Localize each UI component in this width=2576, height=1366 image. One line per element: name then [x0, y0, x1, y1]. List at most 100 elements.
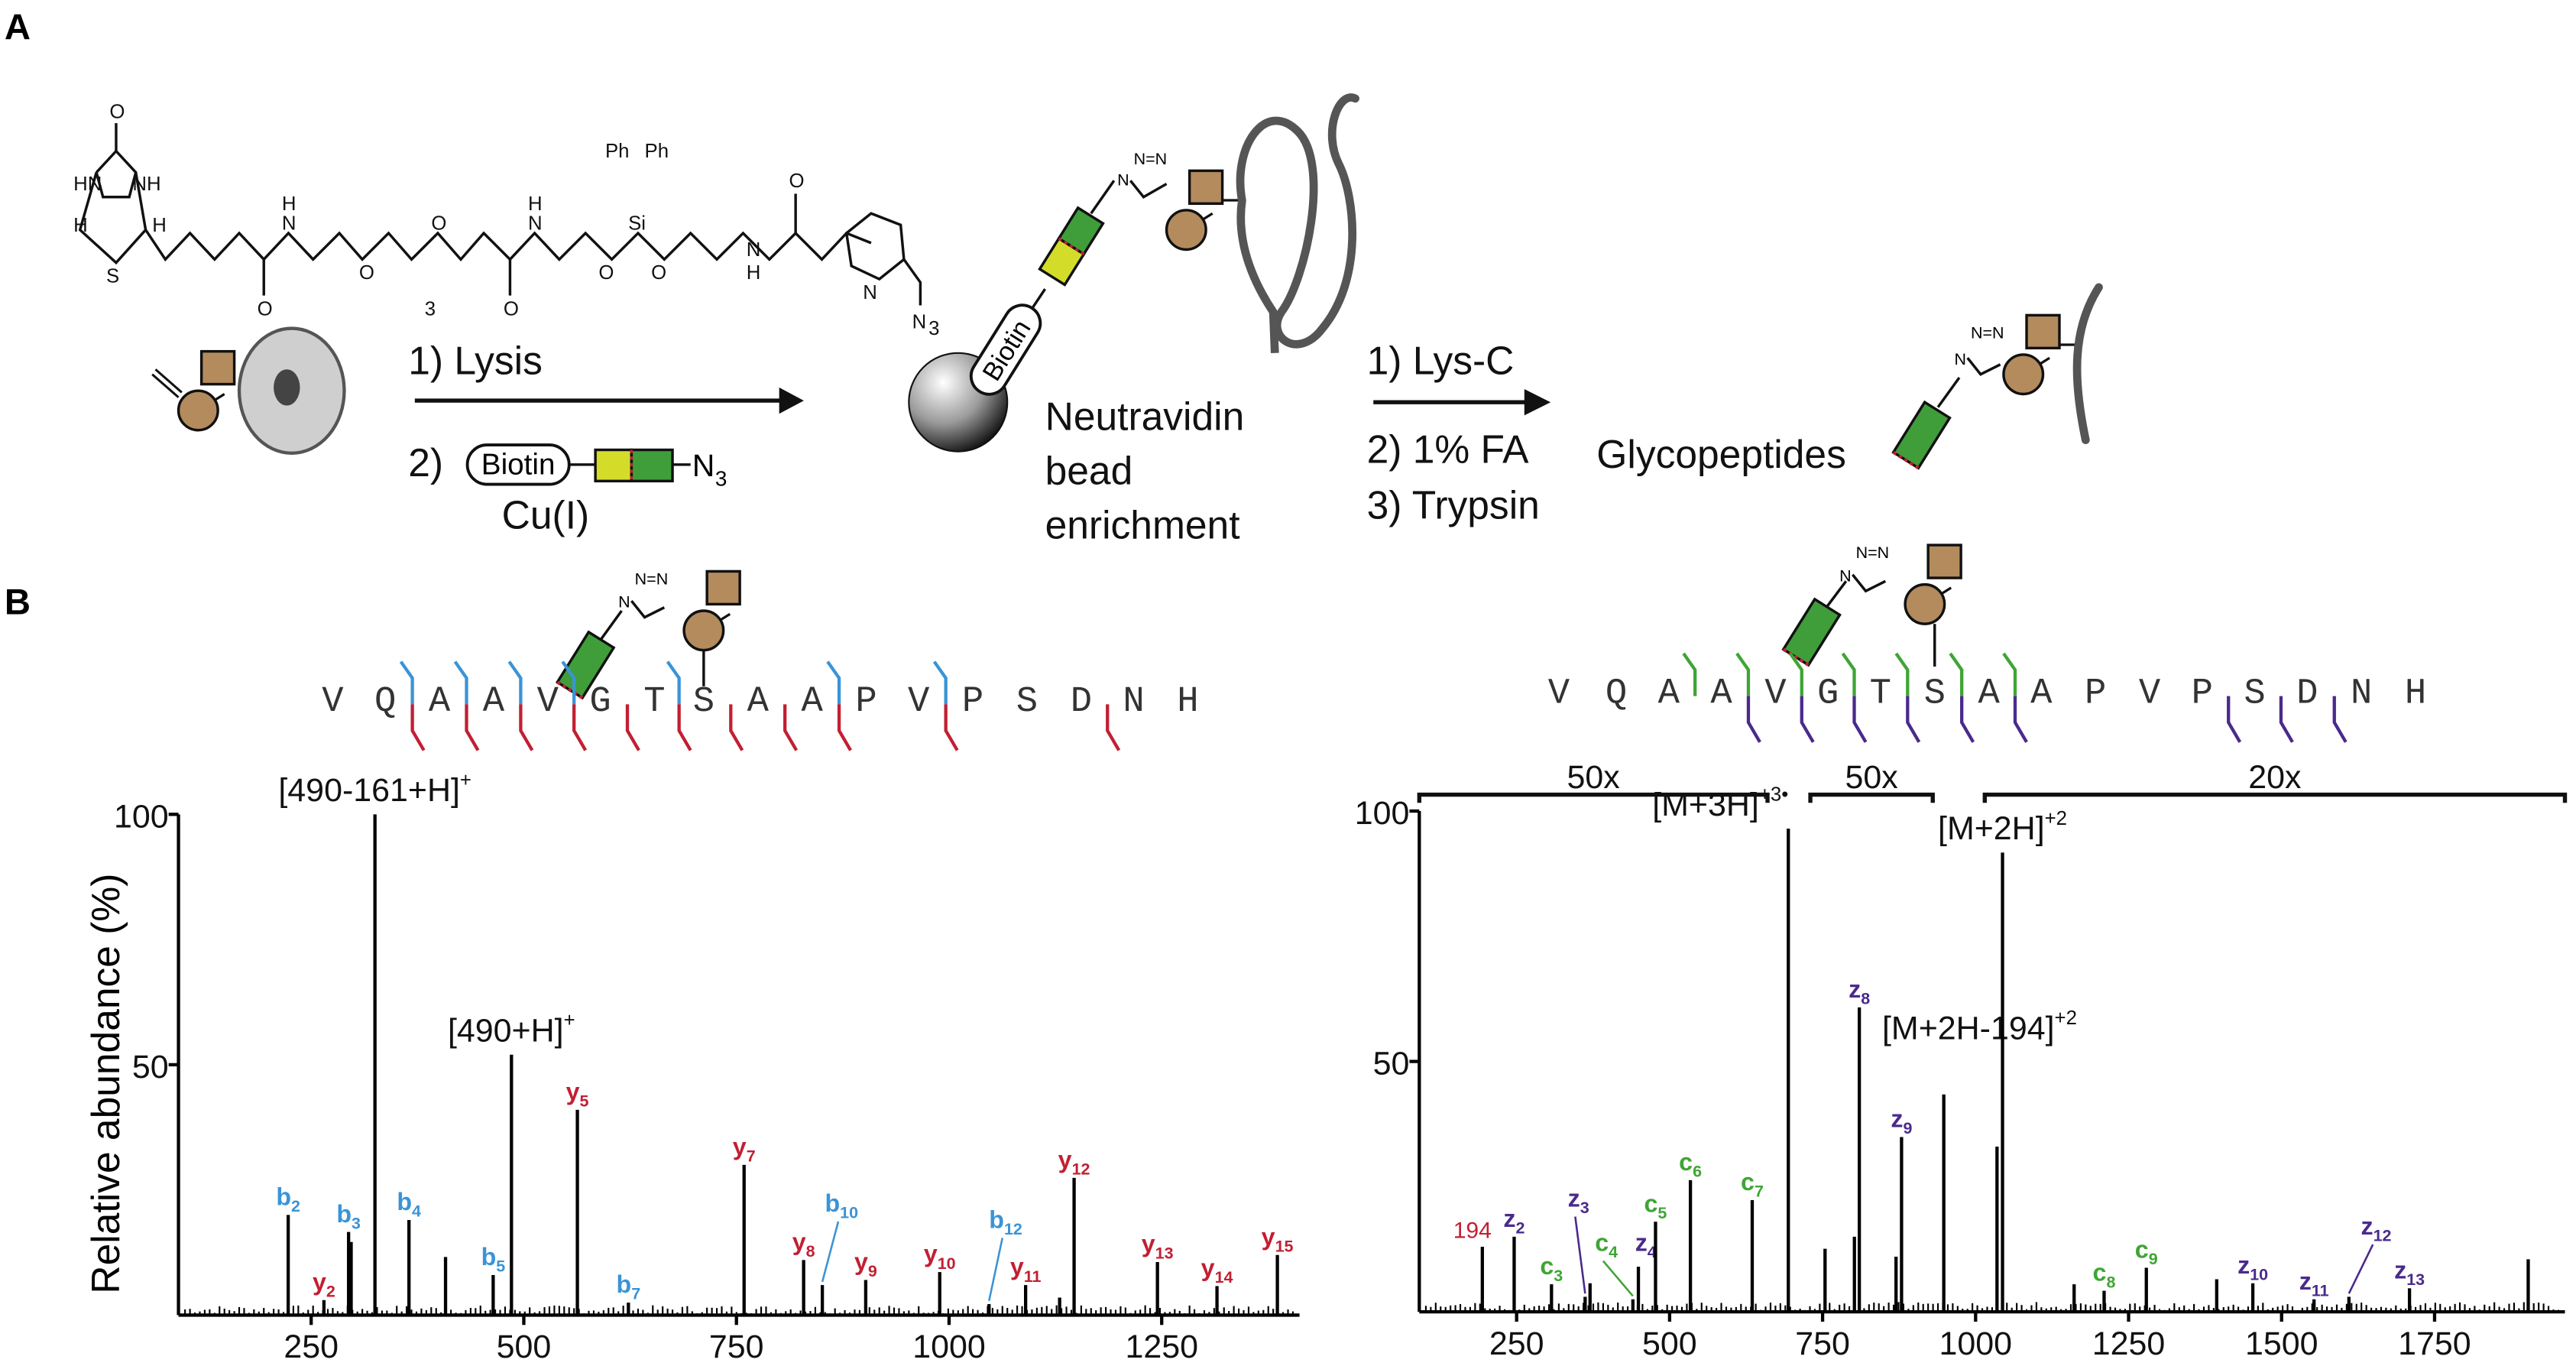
alkyne-glycan-icon [151, 349, 236, 432]
ion-label: c3 [1540, 1252, 1563, 1285]
h-label: H [73, 215, 88, 236]
fragment-cleavage-mark [1735, 652, 1751, 696]
sequence-residue: N [1123, 682, 1144, 722]
glycopeptide-icon: N=N N [1894, 283, 2103, 468]
ion-label: b4 [397, 1188, 421, 1221]
ion-type: z [2394, 1256, 2406, 1283]
x-tick-label: 750 [1795, 1325, 1850, 1362]
ion-type: y [733, 1133, 747, 1160]
ion-number: 3 [1580, 1199, 1589, 1217]
ion-type: z [1849, 975, 1861, 1003]
ion-number: 2 [291, 1197, 300, 1215]
sequence-residue: T [1870, 673, 1891, 714]
azide-subscript: 3 [928, 318, 939, 339]
x-tick-label: 750 [709, 1329, 764, 1365]
sequence-residue: V [908, 682, 930, 722]
n-label: N [747, 239, 761, 261]
glycan-icon [1165, 169, 1224, 251]
sequence-residue: A [429, 682, 451, 722]
ion-type: b [989, 1206, 1004, 1234]
ion-number: 5 [496, 1257, 505, 1276]
ion-number: 2 [1516, 1219, 1525, 1238]
h-label: H [528, 193, 543, 215]
annotation-charge: + [460, 770, 471, 791]
leader-line [1602, 1260, 1634, 1297]
ion-number: 9 [868, 1262, 877, 1280]
triazole-label: N=N [1856, 543, 1890, 562]
sequence-residue: V [1548, 673, 1570, 714]
biotin-label: Biotin [481, 449, 556, 482]
oxygen-label: O [109, 102, 125, 123]
annotation-charge: + [564, 1010, 575, 1031]
ion-label: y11 [1010, 1253, 1042, 1286]
reaction-arrow-1 [414, 387, 804, 414]
annotation-text: [M+3H] [1652, 787, 1759, 823]
ion-label: z12 [2361, 1212, 2392, 1245]
x-tick-label: 250 [1489, 1325, 1544, 1362]
labeled-cell [151, 326, 346, 455]
ion-number: 4 [1609, 1243, 1618, 1261]
sequence-residue: Q [374, 682, 396, 722]
ion-label: c7 [1741, 1168, 1764, 1201]
ion-type: b [481, 1243, 497, 1270]
step-click-prefix: 2) [408, 440, 443, 485]
step-trypsin: 3) Trypsin [1367, 483, 1540, 527]
phenyl-label: Ph [645, 141, 669, 162]
sequence-residue: P [855, 682, 876, 722]
magnification-label: 50x [1567, 759, 1620, 796]
n-label: N [282, 213, 296, 235]
ion-number: 7 [747, 1147, 756, 1166]
ion-number: 2 [326, 1282, 335, 1300]
ion-type: y [1201, 1254, 1215, 1282]
azide-label: N [912, 312, 927, 333]
nh-label: NH [132, 174, 160, 195]
step-lysis: 1) Lysis [408, 339, 543, 383]
ion-type: c [2093, 1259, 2107, 1287]
sequence-residue: A [1710, 673, 1732, 714]
ion-label: b3 [336, 1200, 361, 1233]
ion-type: y [1010, 1253, 1024, 1280]
ion-label: y15 [1262, 1223, 1294, 1256]
fragment-cleavage-mark [666, 660, 681, 705]
ion-type: y [854, 1248, 868, 1276]
magnification-bracket [1417, 792, 1770, 803]
neutravidin-bead: Biotin N=N N [908, 93, 1359, 453]
y-axis-label: Relative abundance (%) [83, 874, 128, 1294]
sequence-residue: N [2351, 673, 2372, 714]
leader-line [988, 1238, 1004, 1301]
glycan-modification-left: N=N N [557, 570, 741, 698]
fragment-cleavage-mark [1960, 696, 1975, 743]
x-tick-label: 1000 [912, 1329, 986, 1365]
fragment-cleavage-mark [2279, 696, 2294, 743]
ion-label: y2 [313, 1268, 335, 1301]
cleavable-probe-structure: O HN NH H H S O H N O 3 O O H N O Ph Ph … [73, 102, 939, 340]
ion-label: z3 [1568, 1185, 1589, 1218]
ion-type: b [336, 1200, 352, 1228]
sequence-residue: S [1924, 673, 1946, 714]
ion-number: 9 [1903, 1119, 1912, 1137]
ion-number: 6 [1693, 1163, 1702, 1181]
sequence-residue: S [2244, 673, 2265, 714]
ion-type: z [1503, 1205, 1515, 1232]
ion-label: z10 [2237, 1251, 2268, 1284]
sequence-residue: H [2405, 673, 2426, 714]
glycan-modification-right: N=N N [1784, 543, 1962, 667]
sequence-residue: Q [1606, 673, 1627, 714]
product-label: Glycopeptides [1596, 432, 1846, 476]
ion-label: z11 [2299, 1267, 2329, 1300]
fragment-cleavage-mark [561, 660, 576, 705]
fragment-cleavage-mark [572, 704, 588, 751]
magnification-label: 50x [1845, 759, 1898, 796]
fragment-cleavage-mark [519, 704, 534, 751]
panel-label-b: B [5, 582, 31, 622]
sequence-residue: V [2139, 673, 2161, 714]
ion-type: y [1142, 1230, 1155, 1257]
ion-number: 11 [1024, 1267, 1042, 1286]
fragment-cleavage-mark [783, 704, 799, 751]
ion-number: 7 [631, 1285, 640, 1303]
ion-label: y9 [854, 1248, 877, 1281]
silicon-label: Si [628, 213, 646, 235]
annotation-charge: +2 [2045, 808, 2067, 829]
precursor-annotation: [M+2H-194]+2 [1882, 1007, 2077, 1046]
annotation-text: [490-161+H] [278, 772, 460, 809]
